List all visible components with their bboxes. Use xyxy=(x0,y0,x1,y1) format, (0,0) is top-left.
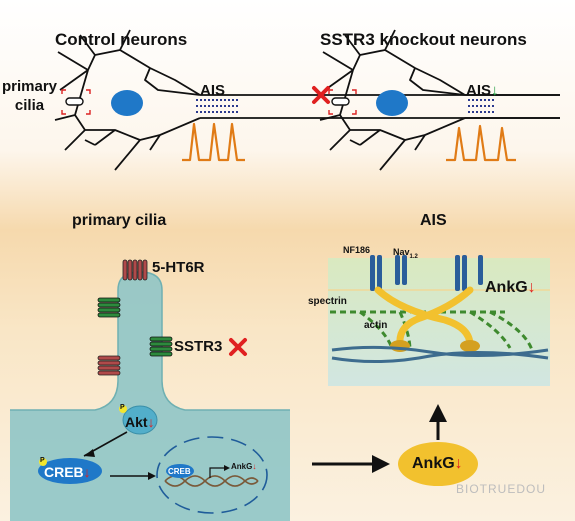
akt-down-icon: ↓ xyxy=(147,414,155,430)
akt-text: Akt xyxy=(125,414,148,430)
receptor-5ht6r-icon xyxy=(122,259,148,281)
ais-ankg-text: AnkG xyxy=(485,279,528,296)
akt-blob xyxy=(122,405,158,435)
ankg-ellipse-down-icon: ↓ xyxy=(454,455,463,472)
creb-small-label: CREB xyxy=(168,467,191,476)
primary-cilia-section-title: primary cilia xyxy=(72,212,167,229)
actin-filaments xyxy=(331,345,549,364)
control-action-potential xyxy=(182,122,245,162)
primary-cilia-line2: cilia xyxy=(14,97,45,114)
nf186-label: NF186 xyxy=(343,245,371,255)
spectrin-label: spectrin xyxy=(308,296,347,307)
ankg-ellipse xyxy=(398,442,478,486)
ais-section-title: AIS xyxy=(420,212,447,229)
knockout-x-icon xyxy=(312,86,330,104)
knockout-neuron-outline xyxy=(319,29,560,171)
control-ais-label: AIS xyxy=(200,82,226,99)
control-neuron xyxy=(54,29,560,171)
ankg-small-down-icon: ↓ xyxy=(252,462,257,471)
akt-phospho-label: P xyxy=(120,404,125,411)
ais-ankg-down-icon: ↓ xyxy=(527,279,536,296)
creb-label: CREB↓ xyxy=(44,464,91,480)
creb-phospho-label: P xyxy=(40,457,45,464)
dna-strand xyxy=(164,475,259,487)
knockout-nucleus xyxy=(376,90,408,116)
creb-phospho-badge xyxy=(39,458,47,466)
nav-subscript: 1.2 xyxy=(409,253,418,260)
ankg-strands xyxy=(374,286,474,349)
nucleus-outline xyxy=(156,436,268,514)
akt-phospho-badge xyxy=(119,405,127,413)
ankg-small-text: AnkG xyxy=(231,462,253,471)
nav-channel-icons xyxy=(370,255,483,291)
ankg-small-label: AnkG↓ xyxy=(231,462,256,471)
nav-label: Nav1.2 xyxy=(393,247,418,260)
ais-down-green-icon: ↓ xyxy=(491,82,499,99)
creb-small-blob xyxy=(166,464,194,478)
primary-cilia-label: primary cilia xyxy=(2,77,57,115)
actin-label: actin xyxy=(364,320,388,331)
knockout-cilium xyxy=(331,97,350,106)
receptor-5ht6r-side-icon xyxy=(97,355,121,376)
ankg-ellipse-label: AnkG↓ xyxy=(412,455,463,473)
primary-cilia-line1: primary xyxy=(2,78,58,95)
knockout-neurons-title: SSTR3 knockout neurons xyxy=(320,30,527,49)
control-cilium xyxy=(65,97,84,106)
ais-ankg-label: AnkG↓ xyxy=(485,279,536,297)
akt-label: Akt↓ xyxy=(125,414,155,430)
knockout-ais-label: AIS↓ xyxy=(466,82,499,99)
control-neurons-title: Control neurons xyxy=(55,30,188,49)
creb-down-icon: ↓ xyxy=(83,464,91,480)
knockout-ais-text: AIS xyxy=(466,82,492,99)
receptor-5ht6r-label: 5-HT6R xyxy=(152,259,205,276)
knockout-neuron xyxy=(319,29,560,171)
creb-text: CREB xyxy=(44,464,84,480)
ankg-ellipse-text: AnkG xyxy=(412,455,455,472)
sstr3-x-icon xyxy=(229,338,247,356)
knockout-ais-marks xyxy=(468,99,494,113)
creb-blob xyxy=(38,458,102,484)
control-nucleus xyxy=(111,90,143,116)
sstr3-label: SSTR3 xyxy=(174,338,223,355)
knockout-action-potential xyxy=(446,124,516,162)
control-ais-marks xyxy=(196,99,240,113)
watermark: BIOTRUEDOU xyxy=(456,482,547,496)
receptor-green-icon-1 xyxy=(97,297,121,318)
receptor-sstr3-icon xyxy=(149,336,173,357)
nav-text: Nav xyxy=(393,247,410,257)
